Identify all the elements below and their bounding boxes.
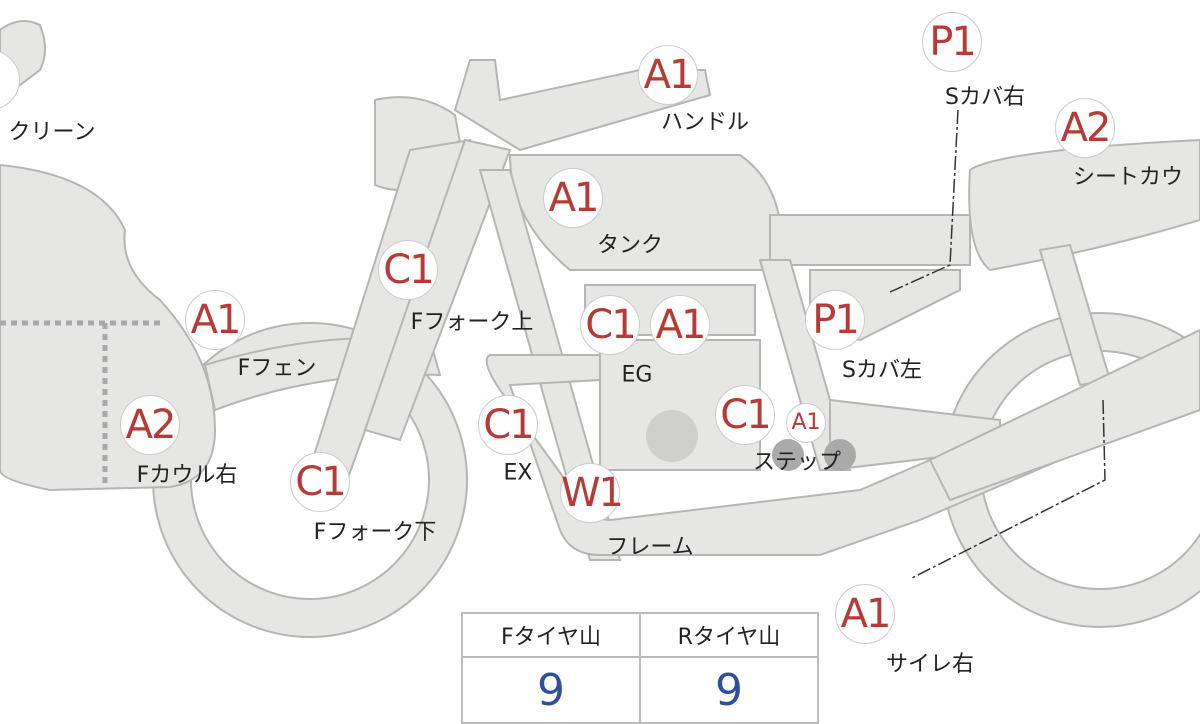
exhaust-marker: C1 bbox=[478, 395, 538, 455]
tank-marker: A1 bbox=[543, 168, 603, 228]
handlebar-marker: A1 bbox=[638, 45, 698, 105]
exhaust-label: EX bbox=[503, 460, 533, 486]
seat-cowl-label: シートカウ bbox=[1072, 165, 1184, 190]
fork-upper-label: Fフォーク上 bbox=[410, 310, 534, 335]
frame-label: フレーム bbox=[606, 535, 694, 560]
side-cover-right-label: Sカバ右 bbox=[945, 85, 1025, 110]
seat bbox=[769, 214, 971, 266]
front-cowl-right-marker: A2 bbox=[120, 395, 180, 455]
rear-tire-value: 9 bbox=[639, 656, 819, 724]
step-label: ステップ bbox=[752, 450, 842, 475]
screen-label: クリーン bbox=[8, 120, 96, 145]
fork-2 bbox=[363, 138, 512, 442]
seat-cowl-marker: A2 bbox=[1055, 98, 1115, 158]
engine-marker-c1: C1 bbox=[580, 295, 640, 355]
engine-label: EG bbox=[621, 362, 653, 388]
seat-cowl bbox=[968, 138, 1200, 272]
fork-lower-label: Fフォーク下 bbox=[313, 520, 437, 545]
muffler bbox=[928, 328, 1200, 502]
front-fender-marker: A1 bbox=[185, 290, 245, 350]
step-marker-c1: C1 bbox=[715, 385, 775, 445]
front-cowl-right-label: Fカウル右 bbox=[136, 463, 238, 488]
frame-marker: W1 bbox=[560, 463, 624, 523]
fork-upper-marker: C1 bbox=[378, 240, 438, 300]
front-fender-label: Fフェン bbox=[237, 356, 317, 381]
side-cover-left-marker: P1 bbox=[805, 290, 865, 350]
step-marker-a1: A1 bbox=[786, 403, 826, 443]
tank-label: タンク bbox=[596, 233, 664, 258]
handlebar-label: ハンドル bbox=[660, 110, 750, 135]
engine-marker-a1: A1 bbox=[650, 295, 710, 355]
fork-lower-marker: C1 bbox=[290, 452, 350, 512]
tire-tread-table: Fタイヤ山 Rタイヤ山 9 9 bbox=[461, 612, 819, 724]
front-tire-header: Fタイヤ山 bbox=[461, 612, 641, 658]
front-tire-value: 9 bbox=[461, 656, 641, 724]
muffler-right-label: サイレ右 bbox=[885, 652, 975, 677]
rear-frame bbox=[758, 259, 852, 471]
muffler-right-marker: A1 bbox=[835, 584, 895, 644]
rear-tire-header: Rタイヤ山 bbox=[639, 612, 819, 658]
side-cover-right-marker: P1 bbox=[922, 12, 982, 72]
side-cover-left-label: Sカバ左 bbox=[842, 358, 922, 383]
